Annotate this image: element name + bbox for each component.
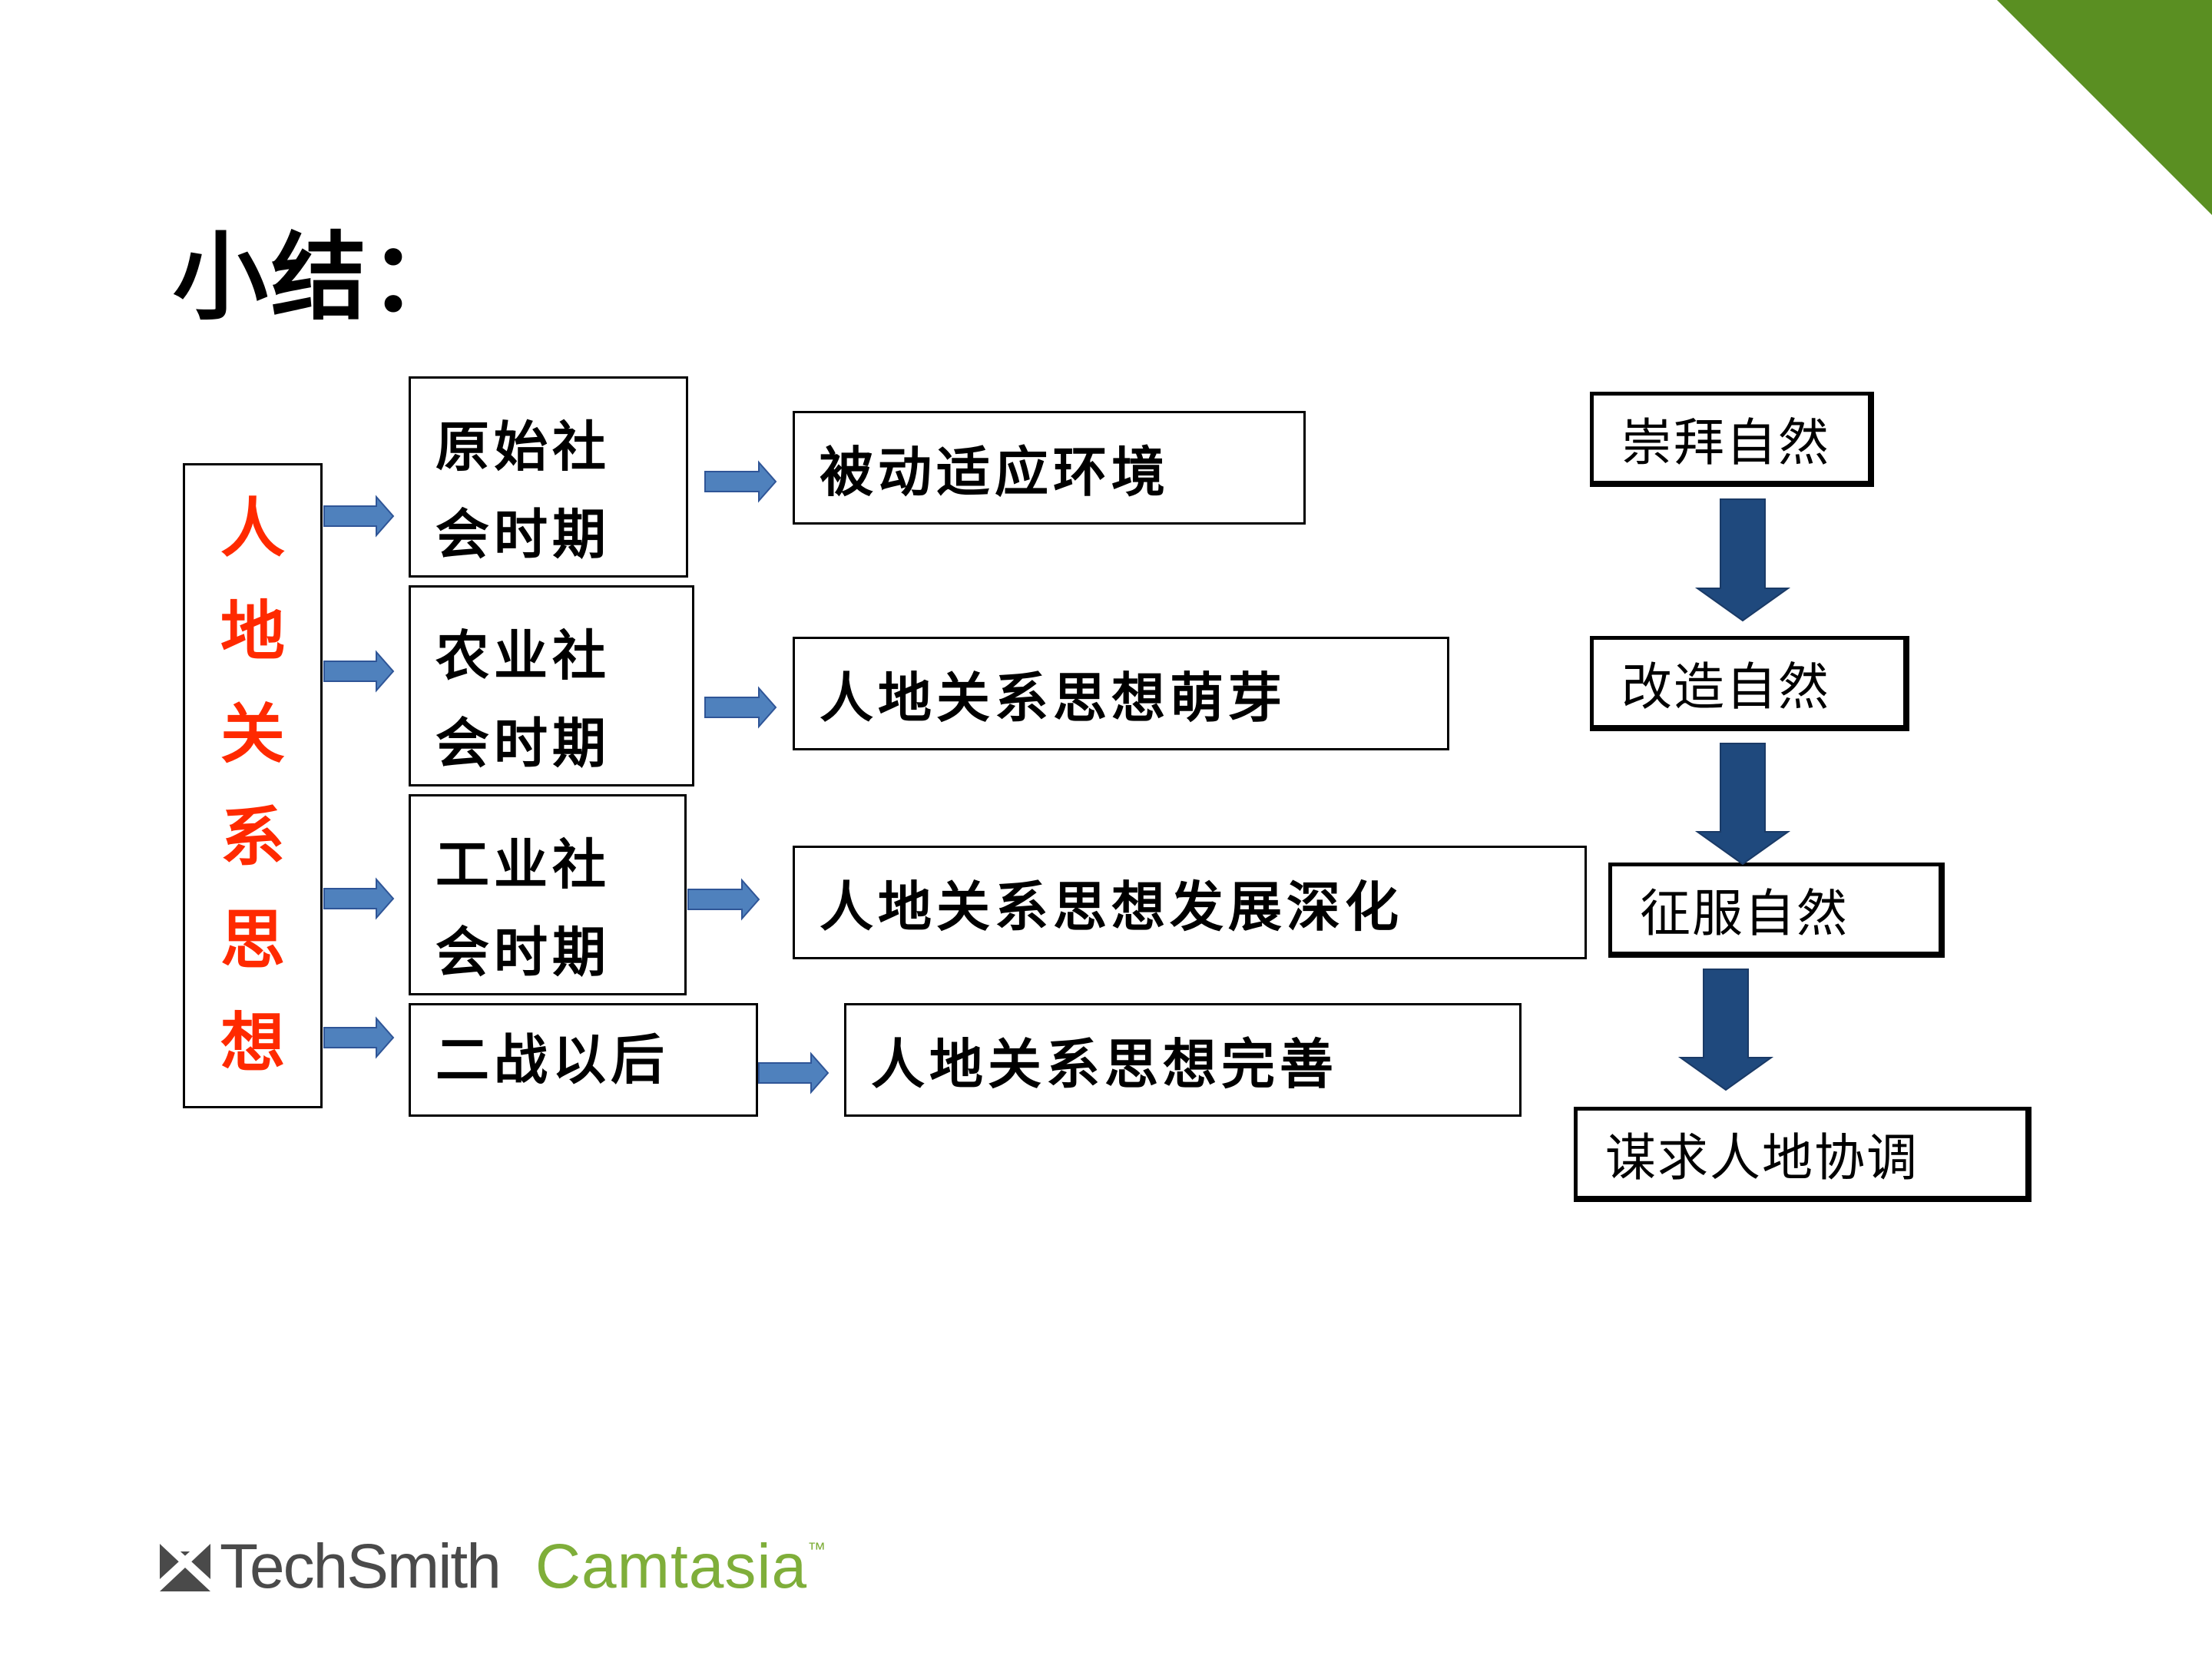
arrow-down-icon <box>1694 743 1791 866</box>
stage-label: 人地关系思想萌芽 <box>820 665 1286 730</box>
era-label-line2: 会时期 <box>435 711 611 775</box>
era-box-agricultural: 农业社 会时期 <box>409 585 694 786</box>
flow-box-conquer-nature: 征服自然 <box>1608 863 1945 958</box>
main-concept-char: 系 <box>220 799 285 875</box>
main-concept-char: 人 <box>220 490 285 566</box>
flow-label: 改造自然 <box>1621 657 1830 717</box>
stage-label: 人地关系思想发展深化 <box>820 874 1403 939</box>
stage-box-passive-adaptation: 被动适应环境 <box>793 411 1306 525</box>
arrow-right-icon <box>758 1051 830 1094</box>
main-concept-char: 想 <box>220 1005 285 1081</box>
era-label-line1: 农业社 <box>435 624 611 687</box>
era-box-postwar: 二战以后 <box>409 1003 758 1117</box>
era-label-line1: 原始社 <box>435 415 611 478</box>
page-title: 小结： <box>173 223 469 333</box>
arrow-right-icon <box>323 877 395 920</box>
main-concept-char: 思 <box>220 902 285 978</box>
flow-label: 谋求人地协调 <box>1605 1128 1919 1187</box>
era-box-primitive: 原始社 会时期 <box>409 376 688 578</box>
arrow-right-icon <box>323 495 395 538</box>
stage-box-emergence: 人地关系思想萌芽 <box>793 637 1449 750</box>
camtasia-wordmark: Camtasia <box>535 1532 808 1601</box>
stage-box-perfection: 人地关系思想完善 <box>844 1003 1522 1117</box>
flow-box-worship-nature: 崇拜自然 <box>1590 392 1874 487</box>
arrow-right-icon <box>687 878 760 921</box>
flow-label: 征服自然 <box>1640 883 1849 943</box>
arrow-right-icon <box>323 1016 395 1059</box>
techsmith-wordmark: TechSmith <box>220 1532 502 1601</box>
techsmith-logo-mark-icon <box>160 1544 210 1591</box>
flow-label: 崇拜自然 <box>1621 412 1830 472</box>
flow-box-harmony: 谋求人地协调 <box>1574 1107 2032 1202</box>
flow-box-transform-nature: 改造自然 <box>1590 636 1909 731</box>
arrow-right-icon <box>323 650 395 693</box>
branding-logo: TechSmith Camtasia ™ <box>160 1528 826 1605</box>
arrow-down-icon <box>1694 498 1791 622</box>
main-concept-char: 关 <box>220 696 285 772</box>
main-concept-box: 人 地 关 系 思 想 <box>183 463 323 1108</box>
stage-label: 被动适应环境 <box>820 439 1170 504</box>
era-label-line1: 二战以后 <box>435 1028 669 1091</box>
arrow-right-icon <box>704 686 777 729</box>
era-label-line1: 工业社 <box>435 833 611 896</box>
era-box-industrial: 工业社 会时期 <box>409 794 687 995</box>
arrow-down-icon <box>1677 969 1774 1091</box>
era-label-line2: 会时期 <box>435 920 611 984</box>
trademark-symbol: ™ <box>807 1539 826 1560</box>
stage-box-deepening: 人地关系思想发展深化 <box>793 846 1587 959</box>
era-label-line2: 会时期 <box>435 502 611 566</box>
main-concept-char: 地 <box>220 593 285 669</box>
stage-label: 人地关系思想完善 <box>871 1031 1338 1096</box>
arrow-right-icon <box>704 460 777 503</box>
